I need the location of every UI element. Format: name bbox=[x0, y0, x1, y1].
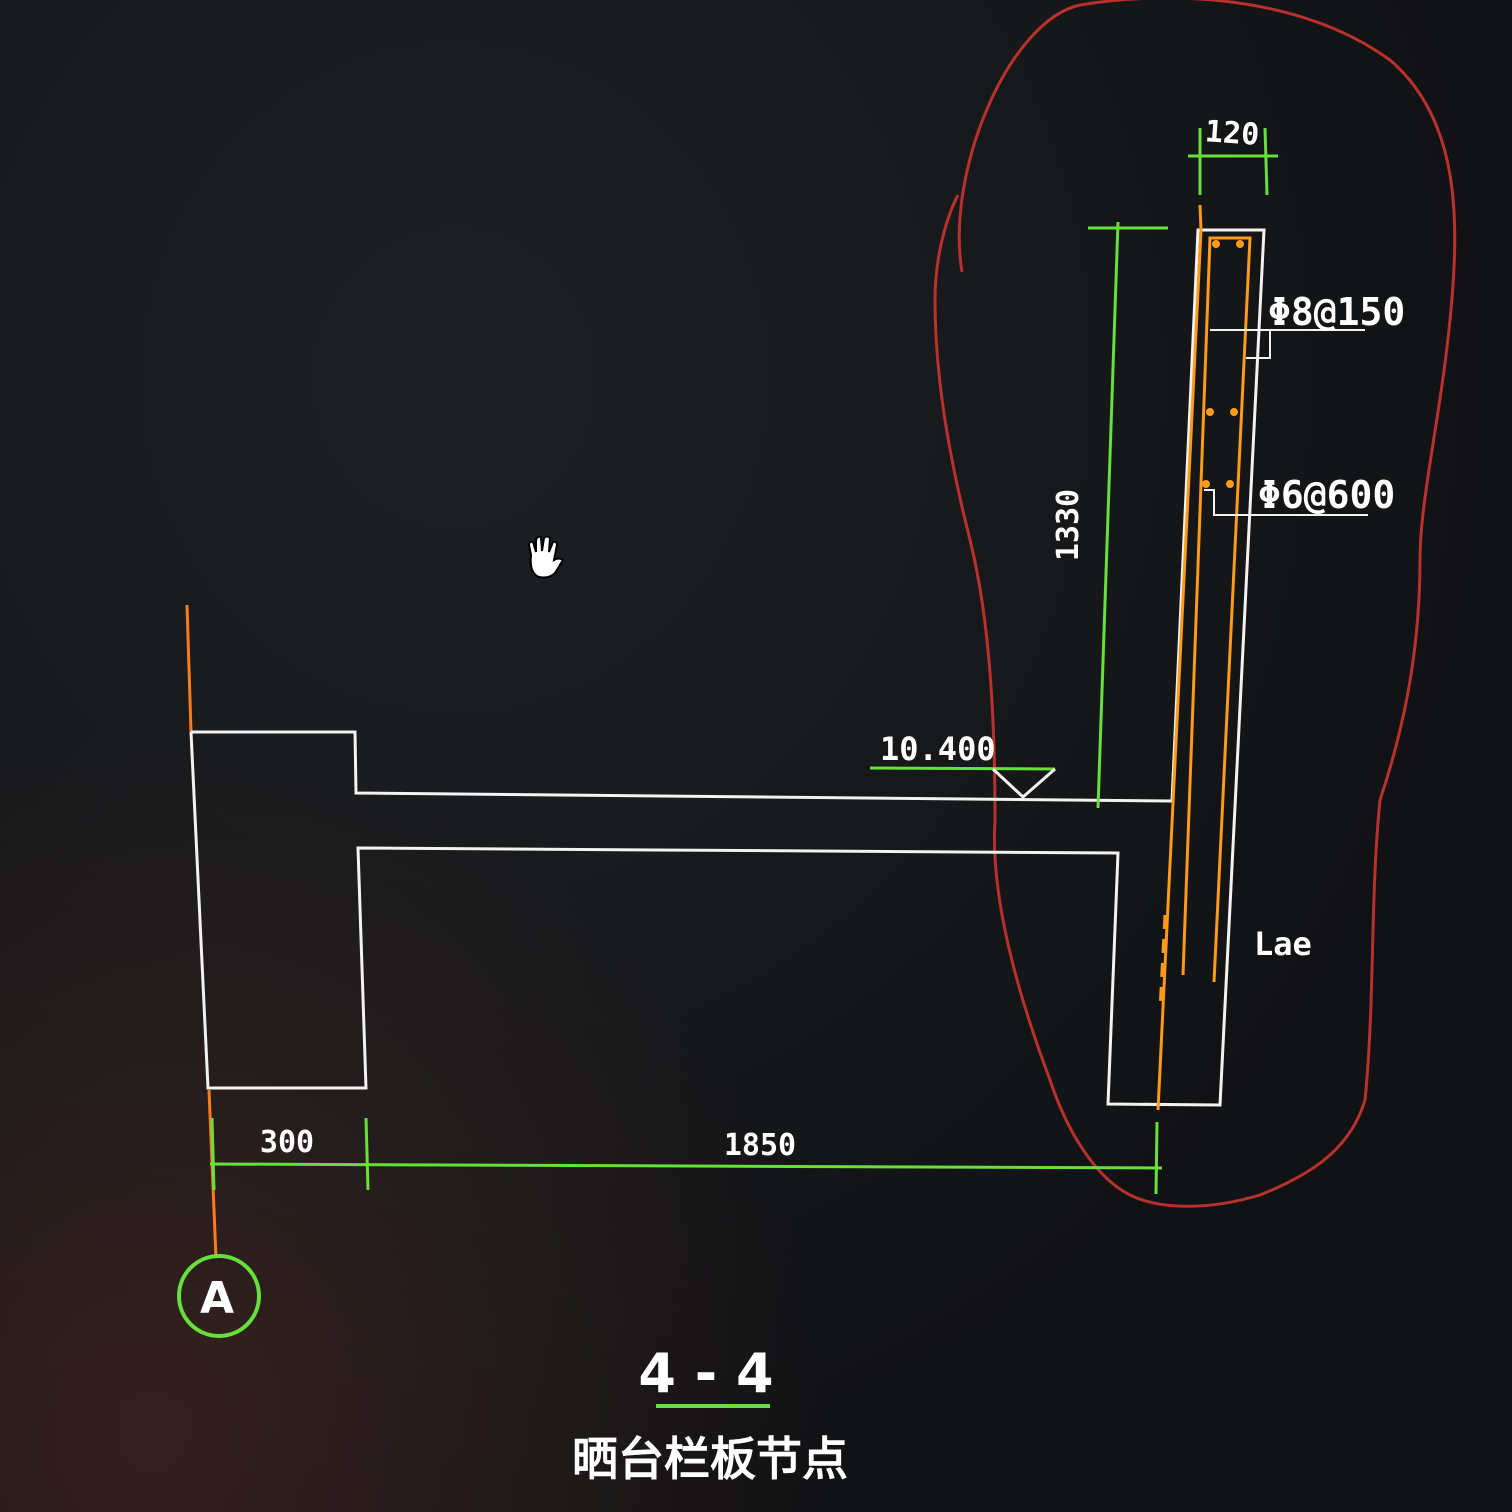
markup-circle bbox=[933, 0, 1457, 1208]
rebar-main-label: Φ8@150 bbox=[1268, 290, 1405, 334]
beam-slab-outline bbox=[191, 730, 1173, 803]
elevation-line bbox=[869, 766, 1056, 771]
leader-tie bbox=[1204, 489, 1368, 516]
rebar-dot-5 bbox=[1202, 480, 1210, 488]
section-title: 4 - 4 bbox=[638, 1342, 773, 1405]
rebar-outer bbox=[1156, 204, 1203, 1111]
dim-300-label: 300 bbox=[260, 1125, 314, 1160]
dim1330-line bbox=[1096, 221, 1120, 809]
rebar-dot-6 bbox=[1226, 480, 1234, 488]
elevation-triangle bbox=[991, 767, 1056, 800]
rebar-dot-1 bbox=[1212, 240, 1220, 248]
dim-tick-right bbox=[1154, 1121, 1159, 1195]
rebar-stirrup bbox=[1181, 236, 1252, 983]
anchor-label: Lae bbox=[1254, 925, 1312, 963]
dim120-ext-right bbox=[1263, 127, 1269, 196]
axis-bubble-label: A bbox=[200, 1273, 234, 1324]
rebar-dash-1 bbox=[1158, 914, 1167, 1011]
dim-baseline bbox=[209, 1162, 1163, 1170]
leader-main bbox=[1210, 329, 1271, 359]
dim-1850-label: 1850 bbox=[724, 1128, 796, 1163]
rebar-dot-2 bbox=[1236, 240, 1244, 248]
rebar-dot-4 bbox=[1230, 408, 1238, 416]
axis-line bbox=[185, 604, 193, 733]
axis-bubble bbox=[177, 1254, 261, 1338]
rebar-dot-3 bbox=[1206, 408, 1214, 416]
beam-left-outline bbox=[189, 228, 1266, 1107]
dim-tick-mid bbox=[364, 1117, 370, 1191]
dim-1330-label: 1330 bbox=[1051, 489, 1086, 561]
section-subtitle: 晒台栏板节点 bbox=[572, 1432, 848, 1486]
hand-cursor-icon bbox=[527, 535, 565, 579]
elevation-label: 10.400 bbox=[880, 730, 996, 768]
dim-120-label: 120 bbox=[1204, 114, 1260, 153]
rebar-tie-label: Φ6@600 bbox=[1258, 473, 1395, 517]
dim-tick-left bbox=[210, 1117, 216, 1191]
